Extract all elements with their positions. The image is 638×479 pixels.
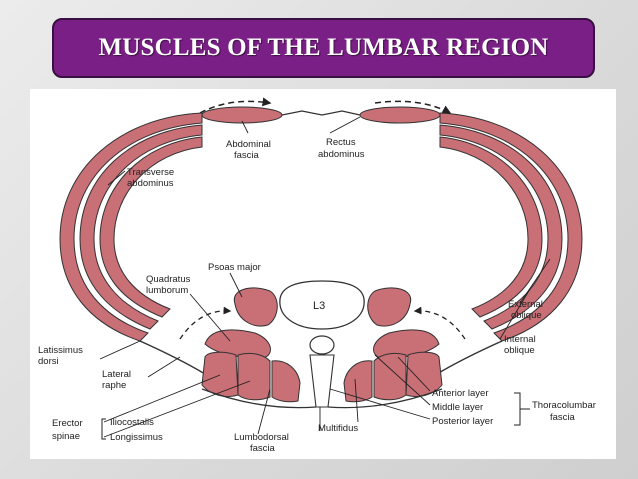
vertebral-body-l3 — [279, 280, 365, 330]
label-posterior: Posterior layer — [432, 416, 493, 427]
label-transverse-2: abdominus — [127, 178, 174, 189]
label-lumbodorsal-2: fascia — [250, 443, 276, 454]
thoracolumbar-fascia-right — [436, 340, 503, 375]
label-longissimus: Longissimus — [110, 432, 163, 443]
label-erector-2: spinae — [52, 431, 80, 442]
spinal-canal — [309, 335, 335, 355]
transverse-abdominus-left — [99, 136, 203, 318]
rectus-abdominus-left — [201, 106, 283, 124]
label-iliocostalis: Iliocostalis — [110, 417, 154, 428]
label-thoracolumbar-2: fascia — [550, 412, 576, 423]
label-external-2: oblique — [511, 310, 542, 321]
label-quadratus-2: lumborum — [146, 285, 188, 296]
label-lateral-1: Lateral — [102, 369, 131, 380]
label-abdominal-fascia-1: Abdominal — [226, 139, 271, 150]
label-latissimus-1: Latissimus — [38, 345, 83, 356]
title-banner: MUSCLES OF THE LUMBAR REGION — [52, 18, 595, 78]
lumbodorsal-fascia-outline — [201, 388, 443, 409]
psoas-major-left — [233, 287, 278, 327]
label-transverse-1: Transverse — [127, 167, 174, 178]
iliocostalis-left — [201, 351, 239, 398]
leader-lines — [99, 116, 551, 438]
label-abdominal-fascia-2: fascia — [234, 150, 260, 161]
linea-alba — [281, 110, 361, 116]
thoracolumbar-bracket — [514, 392, 530, 426]
label-thoracolumbar-1: Thoracolumbar — [532, 400, 596, 411]
dashed-curve-left — [179, 306, 232, 340]
longissimus-left — [237, 352, 271, 401]
label-rectus-1: Rectus — [326, 137, 356, 148]
psoas-major-right — [367, 287, 412, 327]
label-lateral-2: raphe — [102, 380, 126, 391]
label-l3: L3 — [313, 300, 325, 312]
label-erector-1: Erector — [52, 418, 83, 429]
spinous-process — [309, 354, 335, 408]
erector-spinae-bracket — [101, 418, 106, 440]
label-internal-1: Internal — [504, 334, 536, 345]
multifidus-left — [271, 360, 301, 403]
label-psoas: Psoas major — [208, 262, 261, 273]
label-anterior: Anterior layer — [432, 388, 489, 399]
internal-oblique-right — [439, 124, 563, 330]
label-external-1: External — [508, 299, 543, 310]
label-lumbodorsal-1: Lumbodorsal — [234, 432, 289, 443]
dashed-arrow-left — [199, 97, 272, 114]
label-latissimus-2: dorsi — [38, 356, 59, 367]
label-middle: Middle layer — [432, 402, 483, 413]
label-rectus-2: abdominus — [318, 149, 365, 160]
rectus-abdominus-right — [359, 106, 441, 124]
transverse-abdominus-right — [439, 136, 543, 318]
dashed-curve-right — [413, 306, 466, 340]
anatomy-figure: Abdominal fascia Rectus abdominus Transv… — [30, 89, 616, 459]
label-internal-2: oblique — [504, 345, 535, 356]
dashed-arrow-right — [374, 100, 452, 114]
lumbar-cross-section-diagram: Abdominal fascia Rectus abdominus Transv… — [38, 97, 596, 454]
label-quadratus-1: Quadratus — [146, 274, 191, 285]
thoracolumbar-fascia-left — [139, 340, 206, 375]
slide-title: MUSCLES OF THE LUMBAR REGION — [98, 34, 549, 61]
multifidus-right — [343, 360, 373, 403]
label-multifidus: Multifidus — [318, 423, 358, 434]
longissimus-right — [373, 352, 407, 401]
